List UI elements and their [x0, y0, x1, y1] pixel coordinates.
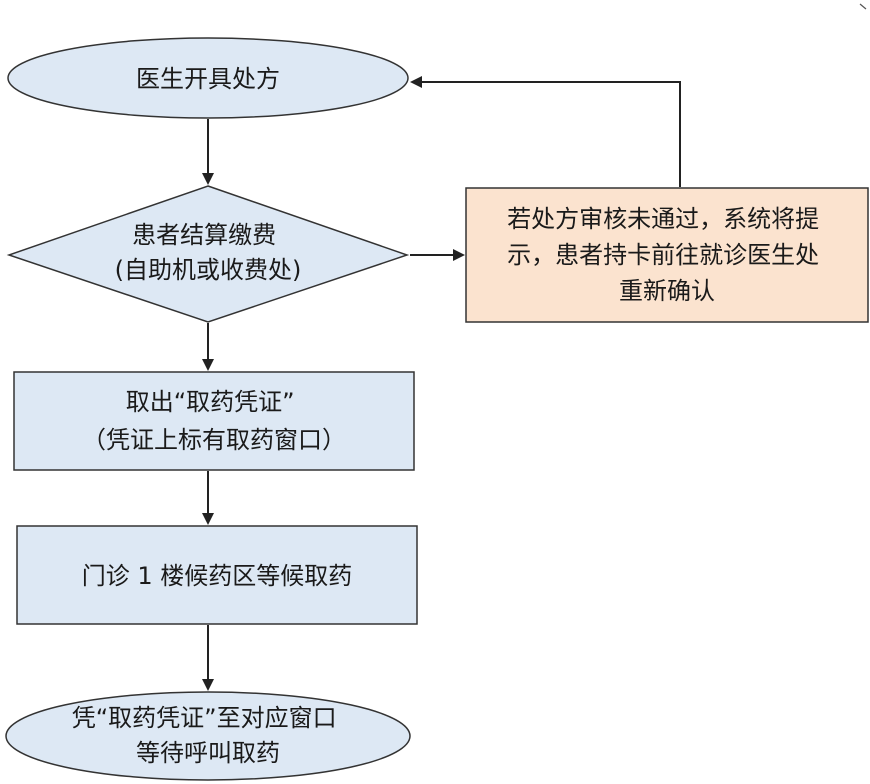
- waiting-label-line: 门诊 1 楼候药区等候取药: [82, 562, 353, 590]
- rejected-label: 若处方审核未通过，系统将提 示，患者持卡前往就诊医生处 重新确认: [507, 205, 827, 305]
- rejected-label-line: 示，患者持卡前往就诊医生处: [507, 241, 819, 269]
- payment-label-line: 患者结算缴费: [132, 221, 276, 249]
- waiting-node: [16, 525, 418, 625]
- voucher-label: 取出“取药凭证” （凭证上标有取药窗口）: [82, 388, 346, 454]
- start-node: [7, 37, 409, 119]
- corner-mark: [859, 3, 867, 10]
- end-label-line: 凭“取药凭证”至对应窗口: [72, 704, 337, 732]
- waiting-label: 门诊 1 楼候药区等候取药: [82, 562, 353, 590]
- start-label-line: 医生开具处方: [136, 65, 280, 93]
- voucher-node: [13, 371, 415, 471]
- end-label-line: 等待呼叫取药: [136, 739, 280, 767]
- payment-label-line: (自助机或收费处): [115, 256, 302, 284]
- rejected-node: [465, 187, 869, 323]
- rejected-label-line: 若处方审核未通过，系统将提: [507, 205, 819, 233]
- payment-label: 患者结算缴费 (自助机或收费处): [115, 221, 302, 284]
- arrow-rejected-to-start: [410, 76, 681, 187]
- voucher-label-line: 取出“取药凭证”: [126, 388, 295, 416]
- end-node: [5, 691, 411, 781]
- start-label: 医生开具处方: [136, 65, 280, 93]
- rejected-label-line: 重新确认: [619, 277, 715, 305]
- end-label: 凭“取药凭证”至对应窗口 等待呼叫取药: [72, 704, 345, 767]
- payment-node: [6, 185, 410, 323]
- voucher-label-line: （凭证上标有取药窗口）: [82, 426, 346, 454]
